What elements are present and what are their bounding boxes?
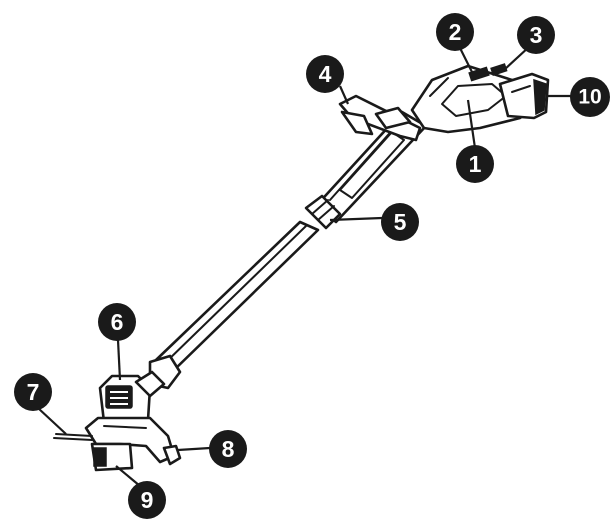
callout-9: 9	[128, 481, 166, 519]
svg-text:8: 8	[222, 436, 235, 462]
spool-assembly	[53, 433, 134, 472]
svg-text:10: 10	[578, 86, 601, 109]
callout-6: 6	[98, 303, 136, 341]
callout-10: 10	[570, 77, 610, 117]
svg-text:9: 9	[141, 487, 154, 513]
svg-text:5: 5	[394, 209, 407, 235]
svg-text:4: 4	[319, 61, 332, 87]
battery-pack	[498, 72, 550, 120]
callout-7: 7	[14, 373, 52, 411]
shaft	[154, 220, 320, 374]
svg-text:3: 3	[530, 22, 543, 48]
callout-8: 8	[209, 430, 247, 468]
callout-4: 4	[306, 55, 344, 93]
auxiliary-handle	[338, 94, 422, 142]
svg-text:2: 2	[449, 19, 462, 45]
svg-text:7: 7	[27, 379, 40, 405]
callout-1: 1	[456, 145, 494, 183]
motor-housing	[98, 354, 182, 424]
svg-text:1: 1	[469, 151, 482, 177]
callout-3: 3	[517, 16, 555, 54]
callout-2: 2	[436, 13, 474, 51]
callout-5: 5	[381, 203, 419, 241]
svg-text:6: 6	[111, 309, 124, 335]
